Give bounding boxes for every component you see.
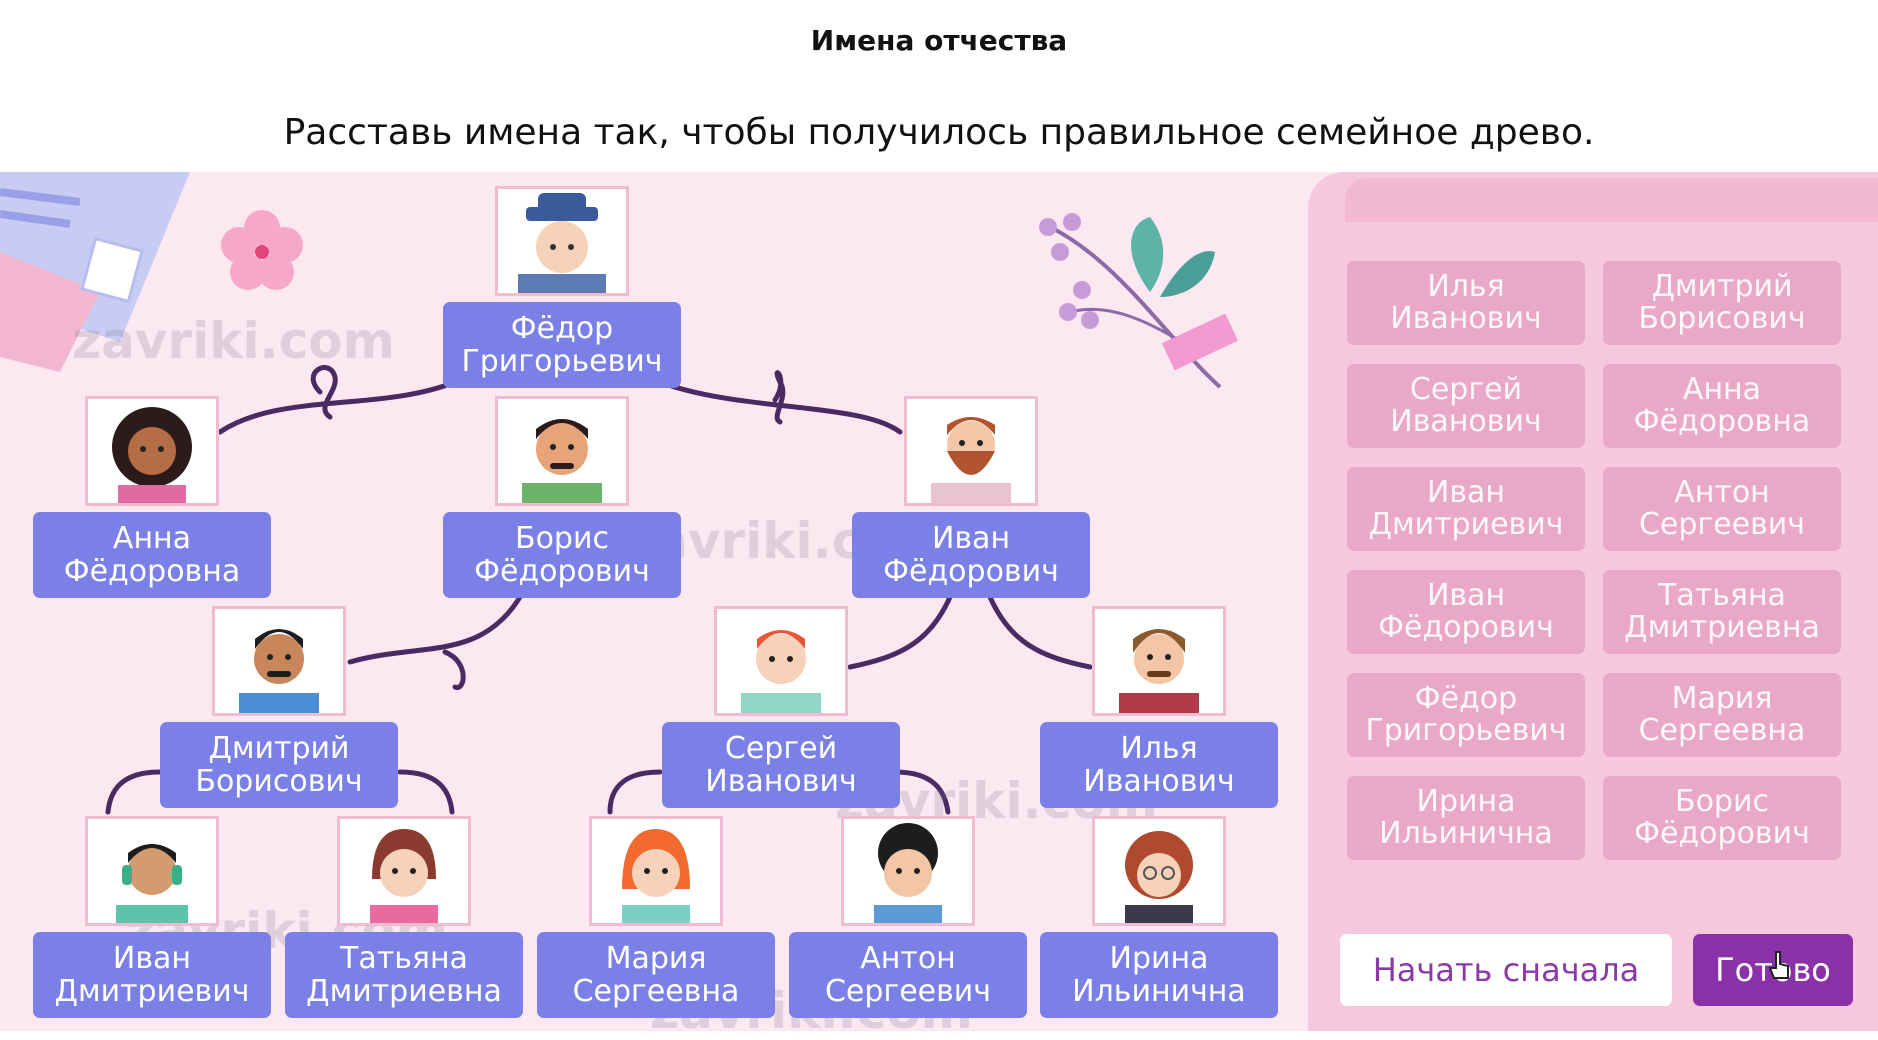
page-title: Имена отчества bbox=[810, 24, 1068, 57]
bank-item[interactable]: Илья Иванович bbox=[1347, 261, 1585, 345]
tree-node-name[interactable]: Сергей Иванович bbox=[662, 722, 900, 808]
tree-node-sergey: Сергей Иванович bbox=[662, 606, 900, 812]
tree-node-name[interactable]: Антон Сергеевич bbox=[789, 932, 1027, 1018]
hand-cursor-icon bbox=[1768, 951, 1789, 979]
tree-branches bbox=[0, 172, 1239, 815]
tree-node-ivan-d: Иван Дмитриевич bbox=[33, 816, 271, 1022]
tree-node-name[interactable]: Анна Фёдоровна bbox=[33, 512, 271, 598]
bank-item[interactable]: Ирина Ильинична bbox=[1347, 776, 1585, 860]
envelope-icon bbox=[0, 172, 190, 372]
tree-node-name[interactable]: Дмитрий Борисович bbox=[160, 722, 398, 808]
girl-avatar-icon bbox=[337, 816, 471, 926]
tree-node-name[interactable]: Фёдор Григорьевич bbox=[443, 302, 681, 388]
tree-node-tatyana: Татьяна Дмитриевна bbox=[285, 816, 523, 1022]
man-avatar-icon bbox=[212, 606, 346, 716]
woman-avatar-icon bbox=[1092, 816, 1226, 926]
tree-node-ilya: Илья Иванович bbox=[1040, 606, 1278, 812]
tree-node-name[interactable]: Мария Сергеевна bbox=[537, 932, 775, 1018]
tree-node-anton: Антон Сергеевич bbox=[789, 816, 1027, 1022]
tree-node-mariya: Мария Сергеевна bbox=[537, 816, 775, 1022]
task-instruction: Расставь имена так, чтобы получилось пра… bbox=[283, 112, 1595, 153]
bank-item[interactable]: Дмитрий Борисович bbox=[1603, 261, 1841, 345]
tree-node-ivan-f: Иван Фёдорович bbox=[852, 396, 1090, 602]
boy-avatar-icon bbox=[85, 816, 219, 926]
bank-item[interactable]: Антон Сергеевич bbox=[1603, 467, 1841, 551]
bank-item[interactable]: Иван Дмитриевич bbox=[1347, 467, 1585, 551]
man-avatar-icon bbox=[714, 606, 848, 716]
tree-node-name[interactable]: Ирина Ильинична bbox=[1040, 932, 1278, 1018]
tree-node-anna: Анна Фёдоровна bbox=[33, 396, 271, 602]
bank-item[interactable]: Иван Фёдорович bbox=[1347, 570, 1585, 654]
tree-node-fedor: Фёдор Григорьевич bbox=[443, 186, 681, 392]
woman-avatar-icon bbox=[85, 396, 219, 506]
tree-node-name[interactable]: Борис Фёдорович bbox=[443, 512, 681, 598]
tree-node-name[interactable]: Иван Фёдорович bbox=[852, 512, 1090, 598]
bank-item[interactable]: Анна Фёдоровна bbox=[1603, 364, 1841, 448]
boy-avatar-icon bbox=[841, 816, 975, 926]
panel-header-tab bbox=[1345, 178, 1878, 222]
bank-item[interactable]: Сергей Иванович bbox=[1347, 364, 1585, 448]
twig-icon bbox=[1039, 213, 1239, 389]
tree-node-irina: Ирина Ильинична bbox=[1040, 816, 1278, 1022]
girl-avatar-icon bbox=[589, 816, 723, 926]
flower-icon bbox=[221, 210, 303, 290]
tree-node-name[interactable]: Иван Дмитриевич bbox=[33, 932, 271, 1018]
bank-item[interactable]: Татьяна Дмитриевна bbox=[1603, 570, 1841, 654]
restart-button[interactable]: Начать сначала bbox=[1340, 934, 1672, 1006]
tree-node-name[interactable]: Илья Иванович bbox=[1040, 722, 1278, 808]
bank-item[interactable]: Борис Фёдорович bbox=[1603, 776, 1841, 860]
bank-item[interactable]: Фёдор Григорьевич bbox=[1347, 673, 1585, 757]
tree-node-boris: Борис Фёдорович bbox=[443, 396, 681, 602]
bearded-man-avatar-icon bbox=[904, 396, 1038, 506]
tree-node-dmitriy: Дмитрий Борисович bbox=[160, 606, 398, 812]
man-avatar-icon bbox=[495, 396, 629, 506]
man-avatar-icon bbox=[1092, 606, 1226, 716]
grandpa-avatar-icon bbox=[495, 186, 629, 296]
bank-item[interactable]: Мария Сергеевна bbox=[1603, 673, 1841, 757]
tree-node-name[interactable]: Татьяна Дмитриевна bbox=[285, 932, 523, 1018]
